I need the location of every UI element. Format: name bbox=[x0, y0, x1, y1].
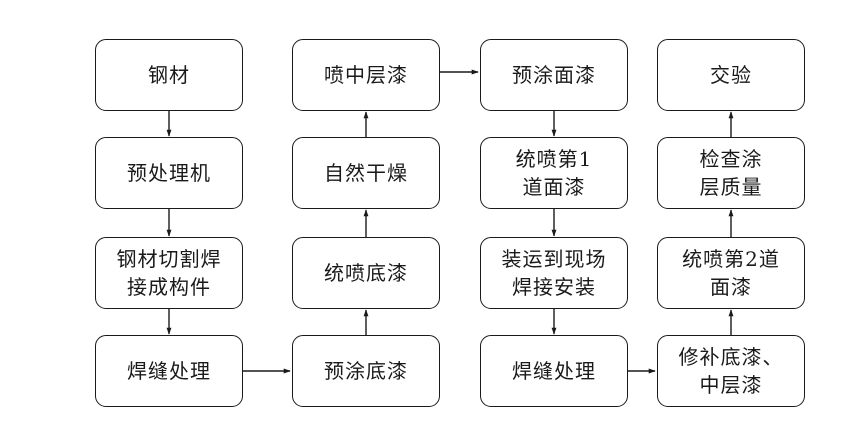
step-natural-drying: 自然干燥 bbox=[292, 137, 440, 209]
step-spray-first-topcoat: 统喷第1 道面漆 bbox=[480, 137, 628, 209]
step-transport-site-welding: 装运到现场 焊接安装 bbox=[480, 237, 628, 309]
step-full-spray-primer: 统喷底漆 bbox=[292, 237, 440, 309]
step-touch-up-primer-intermediate: 修补底漆、 中层漆 bbox=[657, 335, 805, 407]
step-spray-second-topcoat: 统喷第2道 面漆 bbox=[657, 237, 805, 309]
step-acceptance: 交验 bbox=[657, 39, 805, 111]
step-cut-weld-components: 钢材切割焊 接成构件 bbox=[95, 237, 243, 309]
step-weld-seam-treatment-2: 焊缝处理 bbox=[480, 335, 628, 407]
step-pre-coat-topcoat: 预涂面漆 bbox=[480, 39, 628, 111]
step-pretreatment-machine: 预处理机 bbox=[95, 137, 243, 209]
step-spray-intermediate-coat: 喷中层漆 bbox=[292, 39, 440, 111]
step-pre-coat-primer: 预涂底漆 bbox=[292, 335, 440, 407]
step-steel: 钢材 bbox=[95, 39, 243, 111]
step-inspect-coating-quality: 检查涂 层质量 bbox=[657, 137, 805, 209]
step-weld-seam-treatment-1: 焊缝处理 bbox=[95, 335, 243, 407]
